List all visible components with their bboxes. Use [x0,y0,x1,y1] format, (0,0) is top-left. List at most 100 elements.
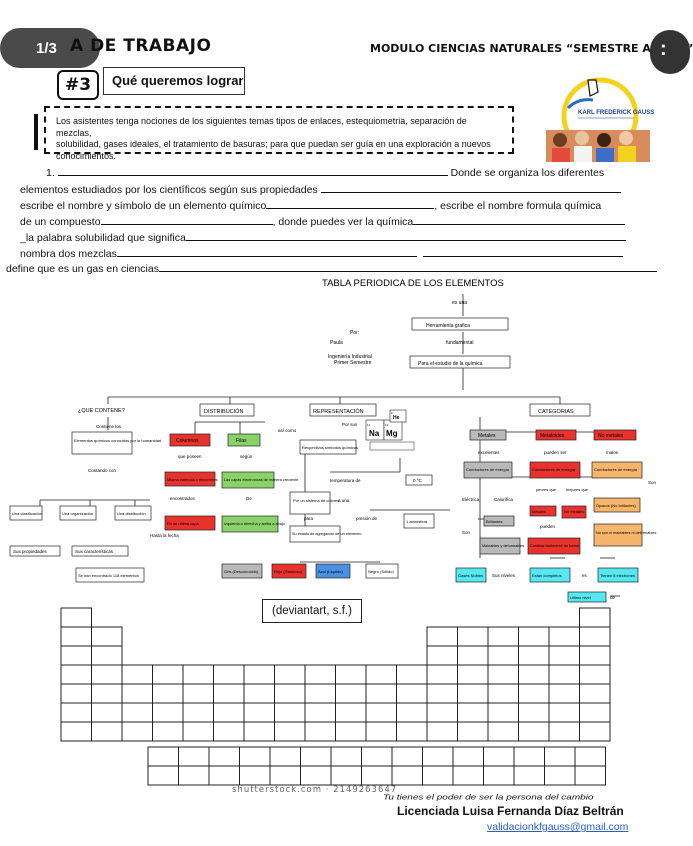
table-cell-lanthanide [300,765,332,786]
table-cell-lanthanide [239,765,271,786]
question-number: 1. [46,167,55,179]
table-cell [426,664,458,685]
page-indicator[interactable]: 1/3 [0,28,100,68]
map-text-son-2: Son [462,530,471,535]
table-cell [365,721,397,742]
table-cell [365,702,397,723]
students-photo-icon [546,130,650,162]
question-2-text: elementos estudiados por los científicos… [20,184,318,196]
table-cell [121,683,153,704]
table-cell [60,721,92,742]
question-1: 1. Donde se organiza los diferentes [46,166,604,179]
table-cell [304,664,336,685]
answer-line[interactable] [185,231,626,241]
table-cell-lanthanide [574,746,606,767]
map-heading-distribucion: DISTRIBUCIÓN [204,408,243,415]
table-cell [548,721,580,742]
map-heading-representacion: REPRESENTACIÓN [313,408,364,415]
table-cell [457,626,489,647]
map-text-fundamental: fundamental [446,340,474,346]
map-text-peores: peores que [536,487,557,492]
map-box-colores: Por un sistema de colores [293,498,339,503]
intro-line-3: conocimientos. [56,150,117,161]
answer-line[interactable] [158,262,657,272]
answer-line[interactable] [100,215,273,225]
table-cell [365,683,397,704]
table-cell [487,683,519,704]
table-cell [213,721,245,742]
map-text-encontrados: encontrados [170,496,196,501]
map-box-no-metales-2: No metales [564,509,584,514]
email-link[interactable]: validacionkfgauss@gmail.com [487,821,629,833]
map-box-metaloides: Metaloides [540,433,565,439]
map-text-segun: según [240,454,253,459]
table-cell [152,683,184,704]
table-cell [243,721,275,742]
concept-map: TABLA PERIODICA DE LOS ELEMENTOS es una … [9,278,657,603]
map-box-negro: Negro (Sólido) [368,569,394,574]
question-3: escribe el nombre y símbolo de un elemen… [20,199,601,212]
map-box-completos: Estan completos [532,573,562,578]
map-box-filas-bg [227,433,261,447]
question-3-text: escribe el nombre y símbolo de un elemen… [20,200,267,212]
answer-line[interactable] [57,166,448,176]
map-text-semestre: Primer Semestre [334,360,372,366]
table-cell [152,664,184,685]
blank-periodic-table [60,607,611,786]
map-text-ingenieria: Ingeniería Industrial [328,354,372,360]
table-cell [91,664,123,685]
table-cell [518,626,550,647]
table-cell [457,664,489,685]
table-cell [548,645,580,666]
map-text-es: es [582,573,588,578]
question-2: elementos estudiados por los científicos… [20,183,621,196]
map-text-es-una: es una [452,300,467,306]
logo-text: KARL FREDERICK GAUSS [578,110,654,116]
map-text-pueden: pueden [540,524,556,529]
answer-line[interactable] [320,183,621,193]
map-box-valencia: Misma valencia o electrones [167,477,217,482]
table-cell [426,721,458,742]
answer-line[interactable] [413,215,626,225]
map-box-propiedades: Sus propiedades [13,549,48,554]
table-cell [365,664,397,685]
map-box-rojo: Rojo (Gaseoso) [274,569,303,574]
answer-line[interactable] [116,247,417,257]
map-heading-categorias: CATEGORIAS [538,409,574,415]
map-box-filas: Filas [236,438,247,444]
table-cell [91,721,123,742]
map-box-conductores-2: Conductores de energía [532,467,576,472]
side-menu-button[interactable]: : [650,30,690,74]
map-text-paula: Paula [330,340,343,346]
table-cell [396,721,428,742]
table-cell-lanthanide [178,765,210,786]
map-text-contiene-los: Contiene los [96,424,122,429]
table-cell [396,683,428,704]
element-tiles: Na 11 Mg 12 He 2 [365,409,415,451]
map-heading-contiene: ¿QUE CONTENE? [78,408,125,414]
map-text-temperatura: temperatura de [330,478,361,483]
watermark: shutterstock.com · 2149263647 [232,785,398,795]
table-cell [304,702,336,723]
table-cell-lanthanide [330,746,362,767]
table-cell [182,702,214,723]
map-box-atmosfera: 1 atmósfera [406,519,428,524]
map-box-metales-2: Metales [532,509,546,514]
map-text-malos: malos [606,450,619,455]
table-cell-lanthanide [147,746,179,767]
intro-line-2: solubilidad, gases ideales, el tratamien… [56,139,491,149]
table-cell [243,702,275,723]
answer-line[interactable] [422,247,623,257]
table-cell [91,626,123,647]
question-5: _la palabra solubilidad que significa [20,231,626,244]
map-text-son: Son [648,480,657,485]
table-cell [304,683,336,704]
map-box-tienen-8: Tienen 8 electrones [600,573,635,578]
answer-line[interactable] [266,199,435,209]
element-na: Na [369,429,380,438]
table-cell [335,683,367,704]
map-title: TABLA PERIODICA DE LOS ELEMENTOS [322,278,504,289]
table-cell [579,607,611,628]
table-cell [548,626,580,647]
table-cell [487,645,519,666]
